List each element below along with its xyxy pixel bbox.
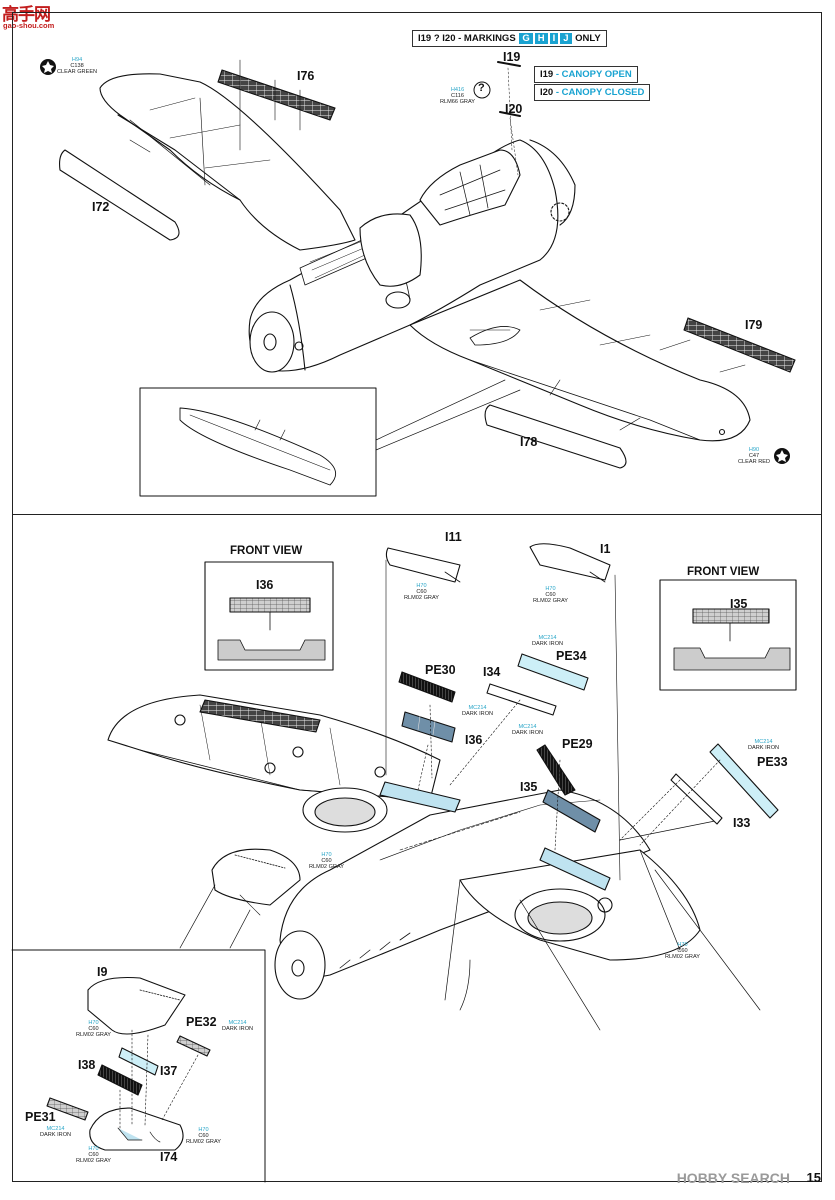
section-divider: [12, 514, 822, 515]
label-PE32: PE32: [186, 1015, 217, 1029]
label-I79: I79: [745, 318, 763, 332]
page-frame: [12, 12, 822, 1182]
part-PE33-shape: [709, 743, 779, 819]
part-PE32-shape: [176, 1035, 211, 1057]
label-PE33: PE33: [757, 755, 788, 769]
label-I20: I20: [505, 102, 523, 116]
part-I37-shape: [118, 1047, 159, 1076]
part-PE30-shape: [398, 671, 456, 703]
label-I74: I74: [160, 1150, 178, 1164]
part-PE31-shape: [46, 1097, 89, 1121]
front-view-right-part: I35: [730, 597, 748, 611]
label-I1: I1: [600, 542, 611, 556]
label-I33: I33: [733, 816, 751, 830]
front-view-left-part: I36: [256, 578, 274, 592]
label-I11: I11: [445, 530, 462, 544]
part-I78-shape: [484, 404, 627, 469]
top-left-wing: [99, 73, 356, 251]
label-I37: I37: [160, 1064, 178, 1078]
part-I72-shape: [59, 149, 180, 241]
label-I72: I72: [92, 200, 110, 214]
label-PE31: PE31: [25, 1110, 56, 1124]
part-I34-shape: [486, 683, 557, 716]
part-I35-shape: [542, 789, 601, 833]
label-I36: I36: [465, 733, 483, 747]
part-PE34-shape: [517, 653, 589, 691]
hobby-search-watermark: HOBBY SEARCH: [676, 1170, 790, 1186]
front-view-left-title: FRONT VIEW: [230, 545, 303, 557]
label-PE29: PE29: [562, 737, 593, 751]
label-I19: I19: [503, 50, 521, 64]
label-PE34: PE34: [556, 649, 587, 663]
part-I33-shape: [670, 773, 723, 825]
bottom-left-wing: [107, 694, 441, 801]
site-logo: 高手网: [2, 5, 51, 24]
part-I11-shape: [385, 547, 461, 583]
part-I74-shape: [89, 1107, 184, 1151]
label-I35: I35: [520, 780, 538, 794]
label-PE30: PE30: [425, 663, 456, 677]
part-PE29-shape: [536, 744, 576, 796]
part-I38-shape: [97, 1064, 143, 1096]
part-I9-shape: [87, 976, 186, 1035]
label-I9: I9: [97, 965, 108, 979]
part-I1-shape: [529, 543, 611, 581]
canopy-open-note: I19 - CANOPY OPEN: [534, 66, 638, 83]
top-right-wing: [409, 279, 751, 442]
site-logo-url: gao-shou.com: [3, 21, 55, 30]
page-number: 15: [806, 1170, 821, 1185]
question-mark: ?: [478, 82, 485, 94]
part-I36-shape: [401, 711, 456, 743]
label-I78: I78: [520, 435, 538, 449]
label-I38: I38: [78, 1058, 96, 1072]
canopy-closed-note: I20 - CANOPY CLOSED: [534, 84, 651, 101]
front-view-right-title: FRONT VIEW: [687, 566, 760, 578]
label-I34: I34: [483, 665, 501, 679]
label-I76: I76: [297, 69, 315, 83]
